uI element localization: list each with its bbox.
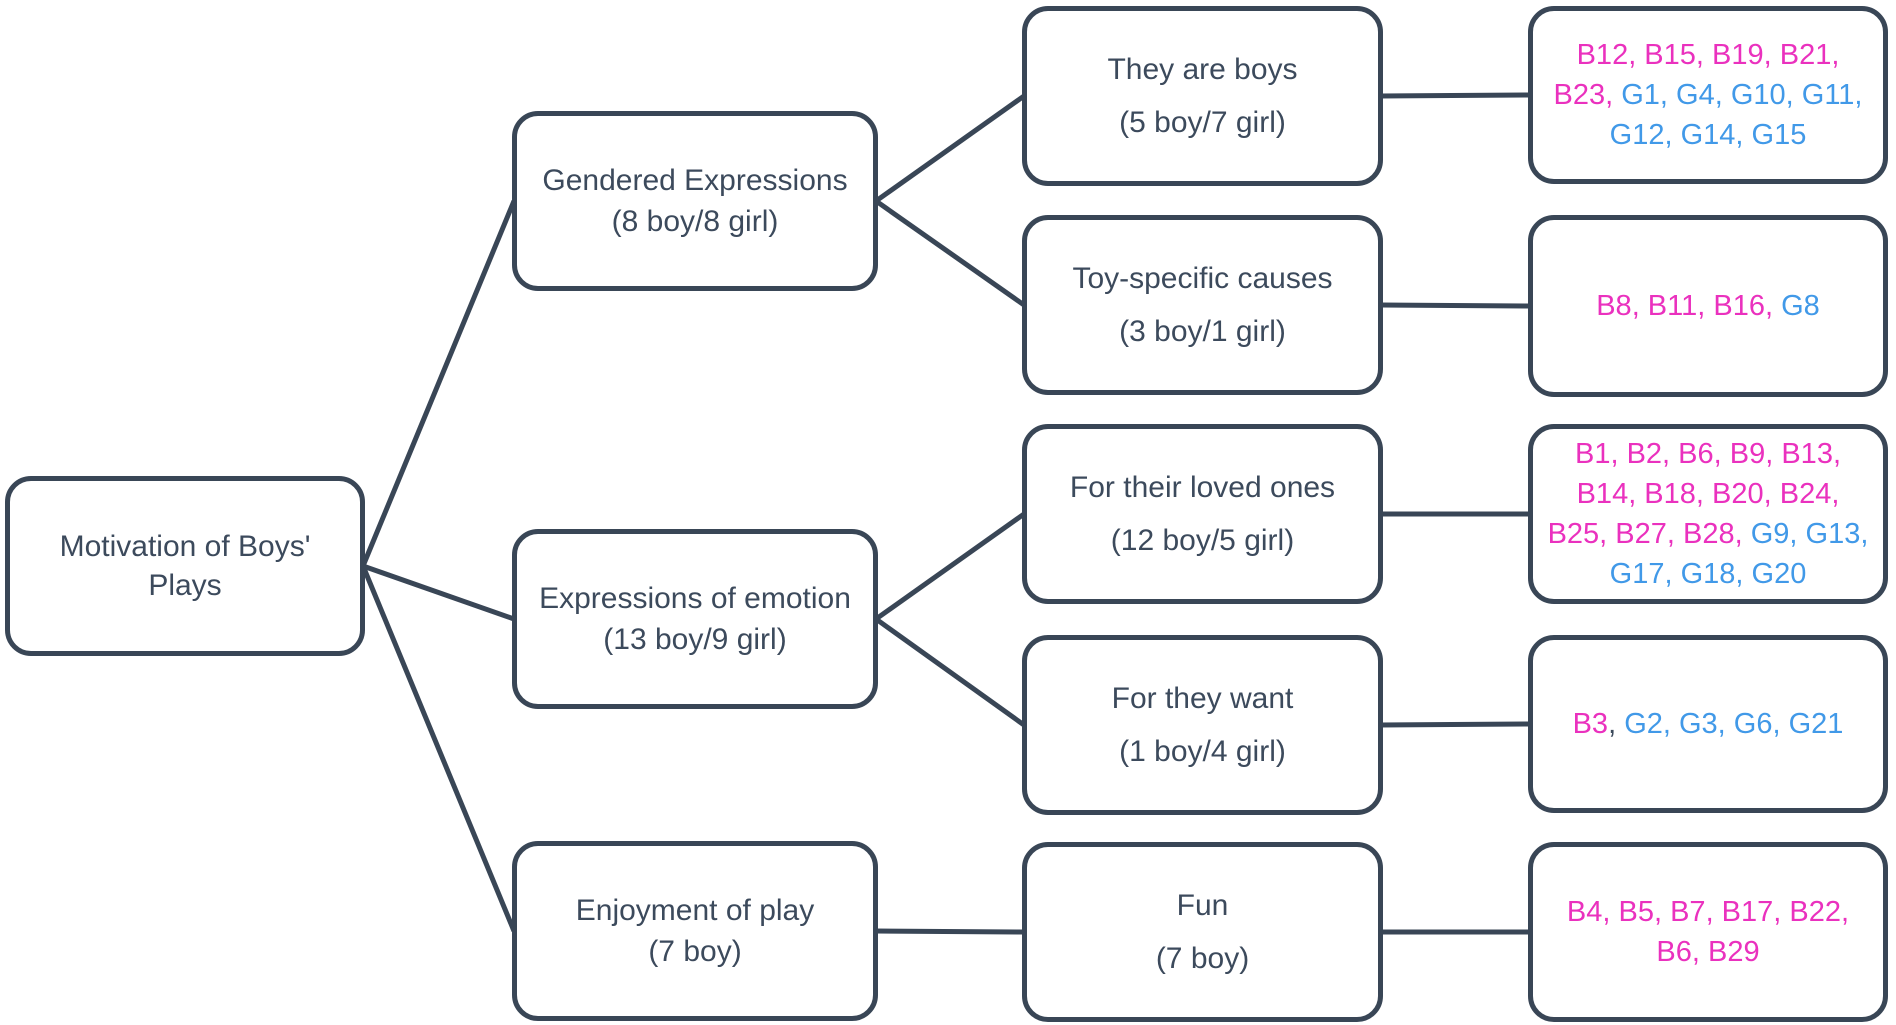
node-label: They are boys: [1107, 53, 1298, 86]
participant-id-list: B4, B5, B7, B17, B22, B6, B29: [1566, 895, 1850, 968]
node-label: Expressions of emotion: [539, 582, 851, 615]
node-motivation-of-boys-plays: Motivation of Boys' Plays: [5, 476, 365, 656]
node-for-they-want: For they want (1 boy/4 girl): [1022, 635, 1383, 815]
node-enjoyment-of-play: Enjoyment of play (7 boy): [512, 841, 878, 1021]
node-count: (3 boy/1 girl): [1119, 315, 1286, 348]
node-count: (12 boy/5 girl): [1110, 524, 1295, 557]
node-count: (7 boy): [1155, 942, 1250, 975]
node-they-are-boys: They are boys (5 boy/7 girl): [1022, 6, 1383, 186]
node-label: For they want: [1111, 682, 1294, 715]
node-fun: Fun (7 boy): [1022, 842, 1383, 1022]
node-count: (7 boy): [648, 935, 742, 968]
participant-id-list: B1, B2, B6, B9, B13, B14, B18, B20, B24,…: [1547, 437, 1869, 591]
node-gendered-expressions: Gendered Expressions (8 boy/8 girl): [512, 111, 878, 291]
node-label: Gendered Expressions: [542, 164, 848, 197]
leaf-ids-for-their-loved-ones: B1, B2, B6, B9, B13, B14, B18, B20, B24,…: [1528, 424, 1888, 604]
node-label: Fun: [1176, 889, 1229, 922]
node-label: Motivation of Boys' Plays: [59, 530, 311, 602]
node-count: (5 boy/7 girl): [1119, 106, 1286, 139]
leaf-ids-toy-specific-causes: B8, B11, B16, G8: [1528, 215, 1888, 397]
participant-id-list: B3, G2, G3, G6, G21: [1572, 707, 1844, 740]
node-count: (13 boy/9 girl): [603, 623, 787, 656]
node-label: Enjoyment of play: [575, 894, 815, 927]
node-toy-specific-causes: Toy-specific causes (3 boy/1 girl): [1022, 215, 1383, 395]
participant-id-list: B8, B11, B16, G8: [1596, 289, 1820, 322]
leaf-ids-they-are-boys: B12, B15, B19, B21, B23, G1, G4, G10, G1…: [1528, 6, 1888, 184]
node-label: Toy-specific causes: [1072, 262, 1333, 295]
node-expressions-of-emotion: Expressions of emotion (13 boy/9 girl): [512, 529, 878, 709]
participant-id-list: B12, B15, B19, B21, B23, G1, G4, G10, G1…: [1553, 38, 1863, 151]
leaf-ids-fun: B4, B5, B7, B17, B22, B6, B29: [1528, 842, 1888, 1022]
node-count: (8 boy/8 girl): [611, 205, 779, 238]
leaf-ids-for-they-want: B3, G2, G3, G6, G21: [1528, 635, 1888, 813]
node-count: (1 boy/4 girl): [1119, 735, 1286, 768]
node-for-their-loved-ones: For their loved ones (12 boy/5 girl): [1022, 424, 1383, 604]
node-label: For their loved ones: [1069, 471, 1336, 504]
